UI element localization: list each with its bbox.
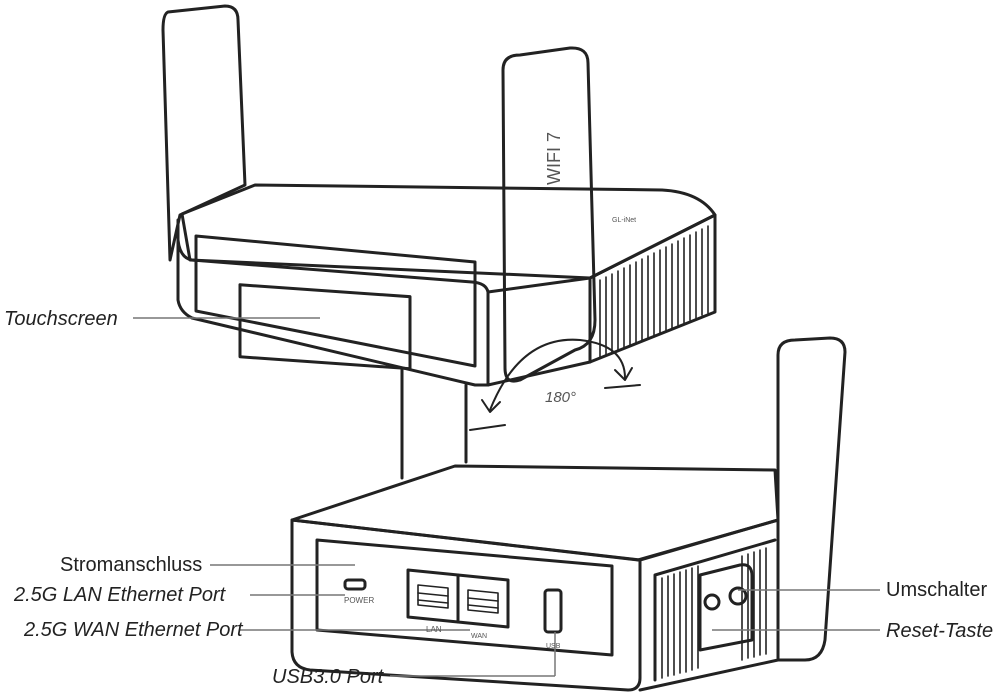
touchscreen-label: Touchscreen	[4, 308, 118, 330]
usb-port-label: USB	[546, 643, 561, 650]
antenna-text: WIFI 7	[544, 132, 564, 185]
usb-port	[543, 588, 563, 634]
lan-port	[406, 568, 460, 624]
touchscreen-frame	[194, 234, 477, 368]
bottom-right-antenna	[776, 336, 847, 662]
power-port-label: POWER	[344, 596, 374, 605]
bottom-router-top	[290, 464, 780, 562]
top-router	[161, 4, 717, 480]
lan-port-callout: 2.5G LAN Ethernet Port	[14, 584, 226, 606]
rotation-arrow	[469, 338, 641, 431]
rotation-label: 180°	[545, 389, 576, 406]
top-vent	[599, 225, 709, 359]
bottom-vent	[661, 547, 767, 679]
switch-label: Umschalter	[886, 579, 988, 601]
wan-port-callout: 2.5G WAN Ethernet Port	[24, 619, 243, 641]
callout-lines	[133, 317, 880, 677]
bottom-router-front	[290, 518, 642, 692]
mode-switch	[728, 586, 748, 606]
wan-port	[456, 573, 510, 629]
lan-port-label: LAN	[426, 625, 442, 634]
usb-port-callout: USB3.0 Port	[272, 666, 384, 688]
touchscreen	[238, 283, 412, 371]
switch-reset-panel	[698, 563, 754, 652]
top-left-antenna	[161, 4, 247, 262]
power-connector-label: Stromanschluss	[60, 554, 203, 576]
bottom-router	[290, 336, 847, 692]
reset-button	[703, 593, 721, 611]
reset-label: Reset-Taste	[886, 620, 994, 642]
power-port	[343, 578, 367, 591]
top-front-antenna	[501, 46, 597, 383]
brand-text: GL-iNet	[612, 217, 636, 224]
wan-port-label: WAN	[471, 633, 487, 640]
